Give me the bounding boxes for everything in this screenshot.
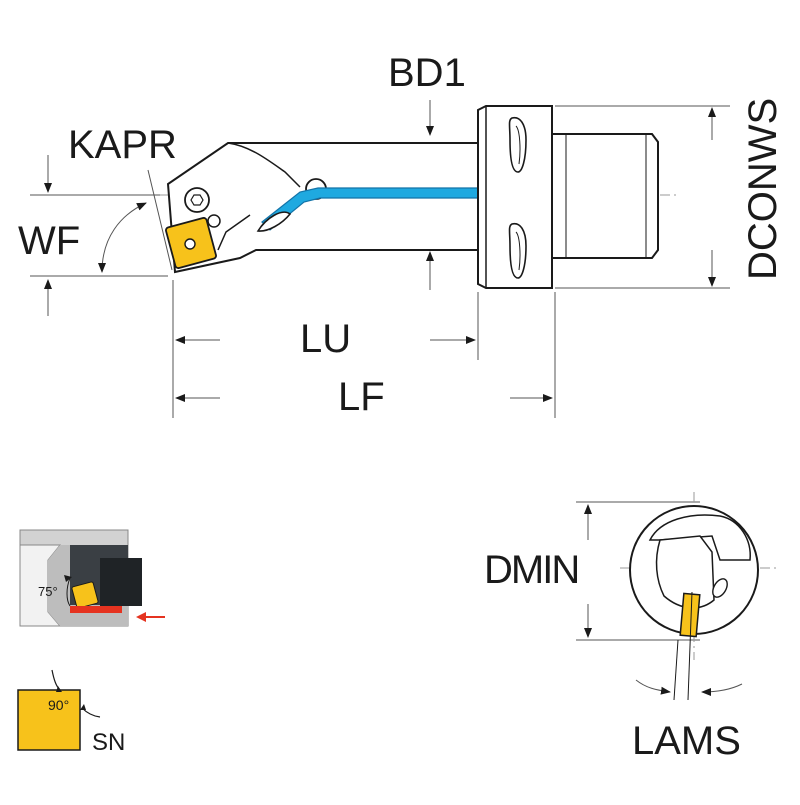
bar-head-lower-contour xyxy=(217,214,251,251)
label-kapr: KAPR xyxy=(68,123,177,167)
label-bd1: BD1 xyxy=(388,51,466,95)
label-angle-75: 75° xyxy=(38,584,58,599)
label-lf: LF xyxy=(338,375,385,419)
label-lams: LAMS xyxy=(632,719,741,763)
label-sn: SN xyxy=(92,729,125,756)
dimension-lines xyxy=(30,100,730,418)
clamp-screw xyxy=(184,187,221,228)
label-wf: WF xyxy=(18,219,80,263)
flange-slot-lower xyxy=(508,222,527,279)
insert-hole xyxy=(184,238,196,250)
label-dmin: DMIN xyxy=(484,548,578,592)
connection-shank xyxy=(551,133,659,259)
label-dconws: DCONWS xyxy=(741,98,785,280)
main-side-view xyxy=(160,105,680,289)
end-view-insert xyxy=(679,592,701,638)
end-view: DMIN LAMS xyxy=(484,492,780,763)
red-cut-marker xyxy=(70,606,122,613)
insert-shape-symbol: 90° SN xyxy=(17,669,125,756)
bar-head-contour xyxy=(227,142,301,188)
label-angle-90: 90° xyxy=(48,697,69,713)
label-lu: LU xyxy=(300,317,351,361)
boring-illustration: 75° xyxy=(19,529,165,627)
coolant-outlet xyxy=(256,211,292,232)
feed-arrow xyxy=(136,612,146,622)
flange-slot-upper xyxy=(508,116,527,173)
